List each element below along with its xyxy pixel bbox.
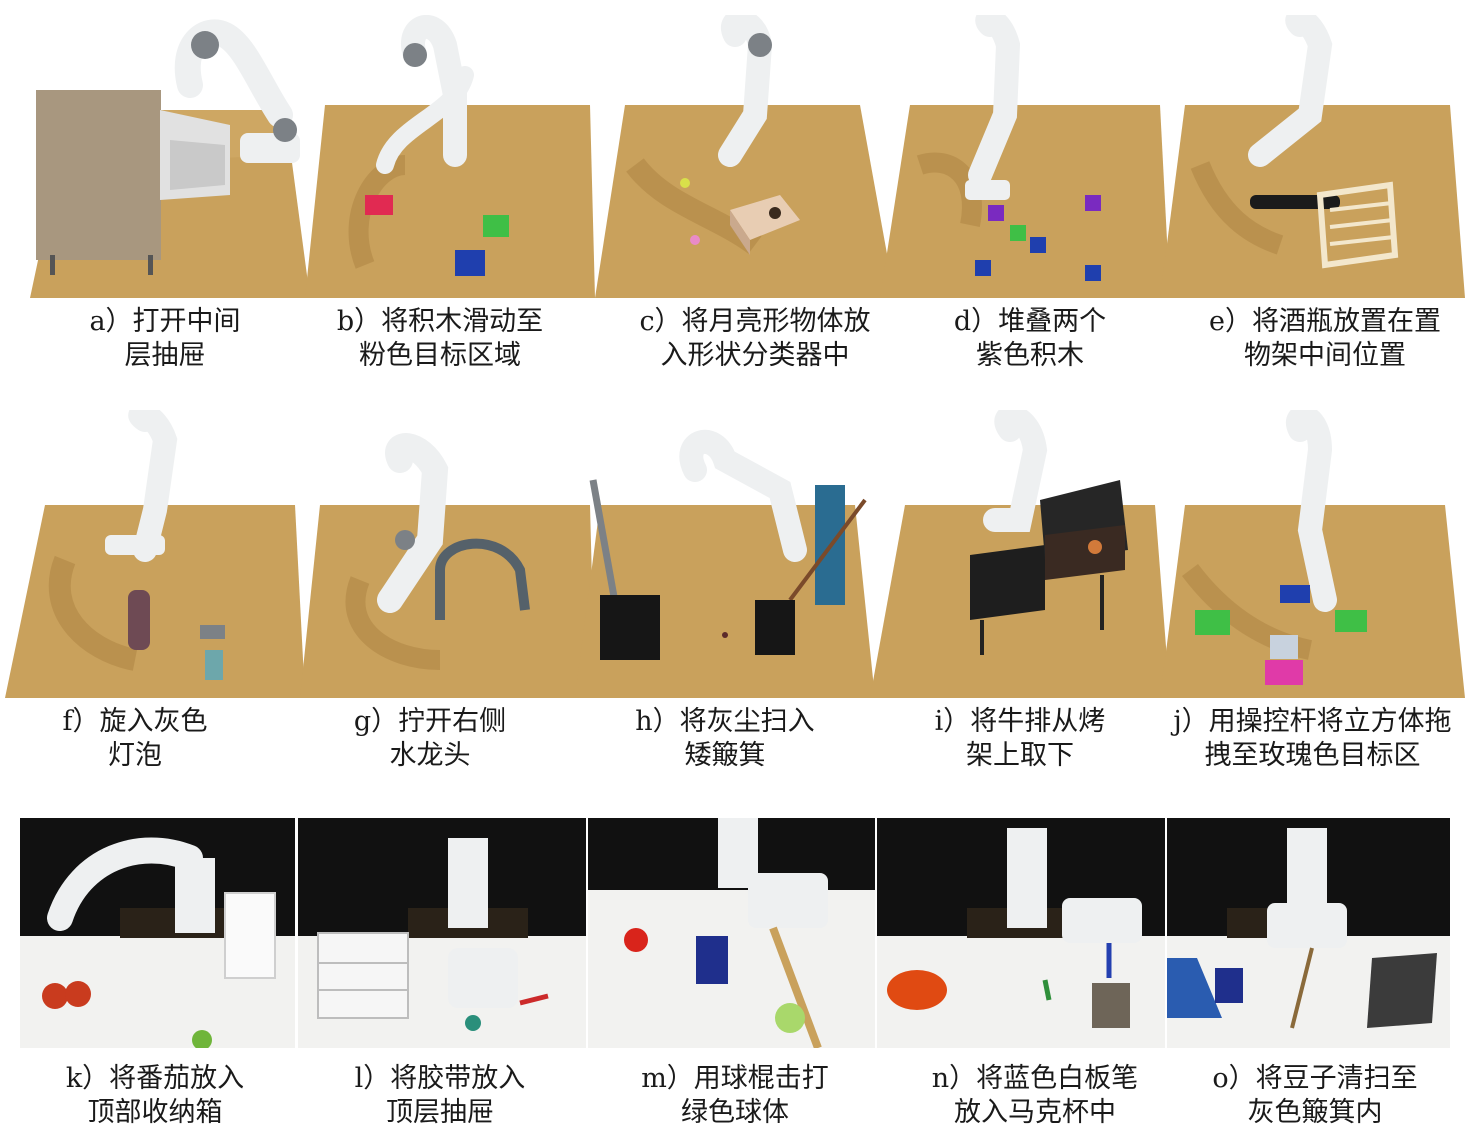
image-l-tape-drawer (298, 818, 586, 1048)
image-g-faucet (300, 410, 595, 698)
image-a-open-drawer (30, 15, 310, 298)
scene-light-bulb (5, 410, 305, 698)
caption-e: e）将酒瓶放置在置物架中间位置 (1209, 306, 1441, 371)
caption-j: j）用操控杆将立方体拖拽至玫瑰色目标区 (1173, 706, 1452, 771)
image-j-drag-stick (1160, 410, 1465, 698)
scene-wine-rack (1160, 15, 1465, 298)
image-f-light-bulb (5, 410, 305, 698)
image-b-slide-block (305, 15, 595, 298)
scene-hit-ball (588, 818, 875, 1048)
scene-drawer (30, 19, 310, 298)
caption-m: m）用球棍击打绿色球体 (641, 1063, 829, 1128)
caption-o: o）将豆子清扫至灰色簸箕内 (1212, 1063, 1418, 1128)
image-m-hit-ball (588, 818, 875, 1048)
scene-marker-mug (877, 818, 1165, 1048)
scene-grill (870, 410, 1170, 698)
image-h-dustpan (575, 410, 875, 698)
image-n-marker-mug (877, 818, 1165, 1048)
image-e-wine-rack (1160, 15, 1465, 298)
scene-slide-block (305, 15, 595, 298)
scene-tape-drawer (298, 818, 586, 1048)
scene-tomato-bin (20, 818, 295, 1048)
scene-sweep-beans (1167, 818, 1450, 1048)
scene-faucet (300, 433, 595, 698)
caption-k: k）将番茄放入顶部收纳箱 (65, 1063, 245, 1128)
scene-drag-stick (1160, 410, 1465, 698)
caption-h: h）将灰尘扫入矮簸箕 (635, 706, 815, 771)
caption-n: n）将蓝色白板笔放入马克杯中 (931, 1063, 1139, 1128)
image-d-stack-blocks (880, 15, 1170, 298)
image-o-sweep-beans (1167, 818, 1450, 1048)
image-c-shape-sorter (595, 15, 895, 298)
caption-f: f）旋入灰色灯泡 (62, 706, 208, 771)
caption-b: b）将积木滑动至粉色目标区域 (336, 306, 544, 371)
scene-shape-sorter (595, 15, 895, 298)
scene-stack-blocks (880, 15, 1170, 298)
caption-i: i）将牛排从烤架上取下 (934, 706, 1106, 771)
caption-g: g）拧开右侧水龙头 (353, 706, 507, 771)
scene-dustpan (575, 430, 875, 698)
caption-c: c）将月亮形物体放入形状分类器中 (639, 306, 871, 371)
image-i-grill (870, 410, 1170, 698)
caption-a: a）打开中间层抽屉 (89, 306, 241, 371)
image-k-tomato-bin (20, 818, 295, 1048)
caption-l: l）将胶带放入顶层抽屉 (354, 1063, 526, 1128)
caption-d: d）堆叠两个紫色积木 (953, 306, 1107, 371)
